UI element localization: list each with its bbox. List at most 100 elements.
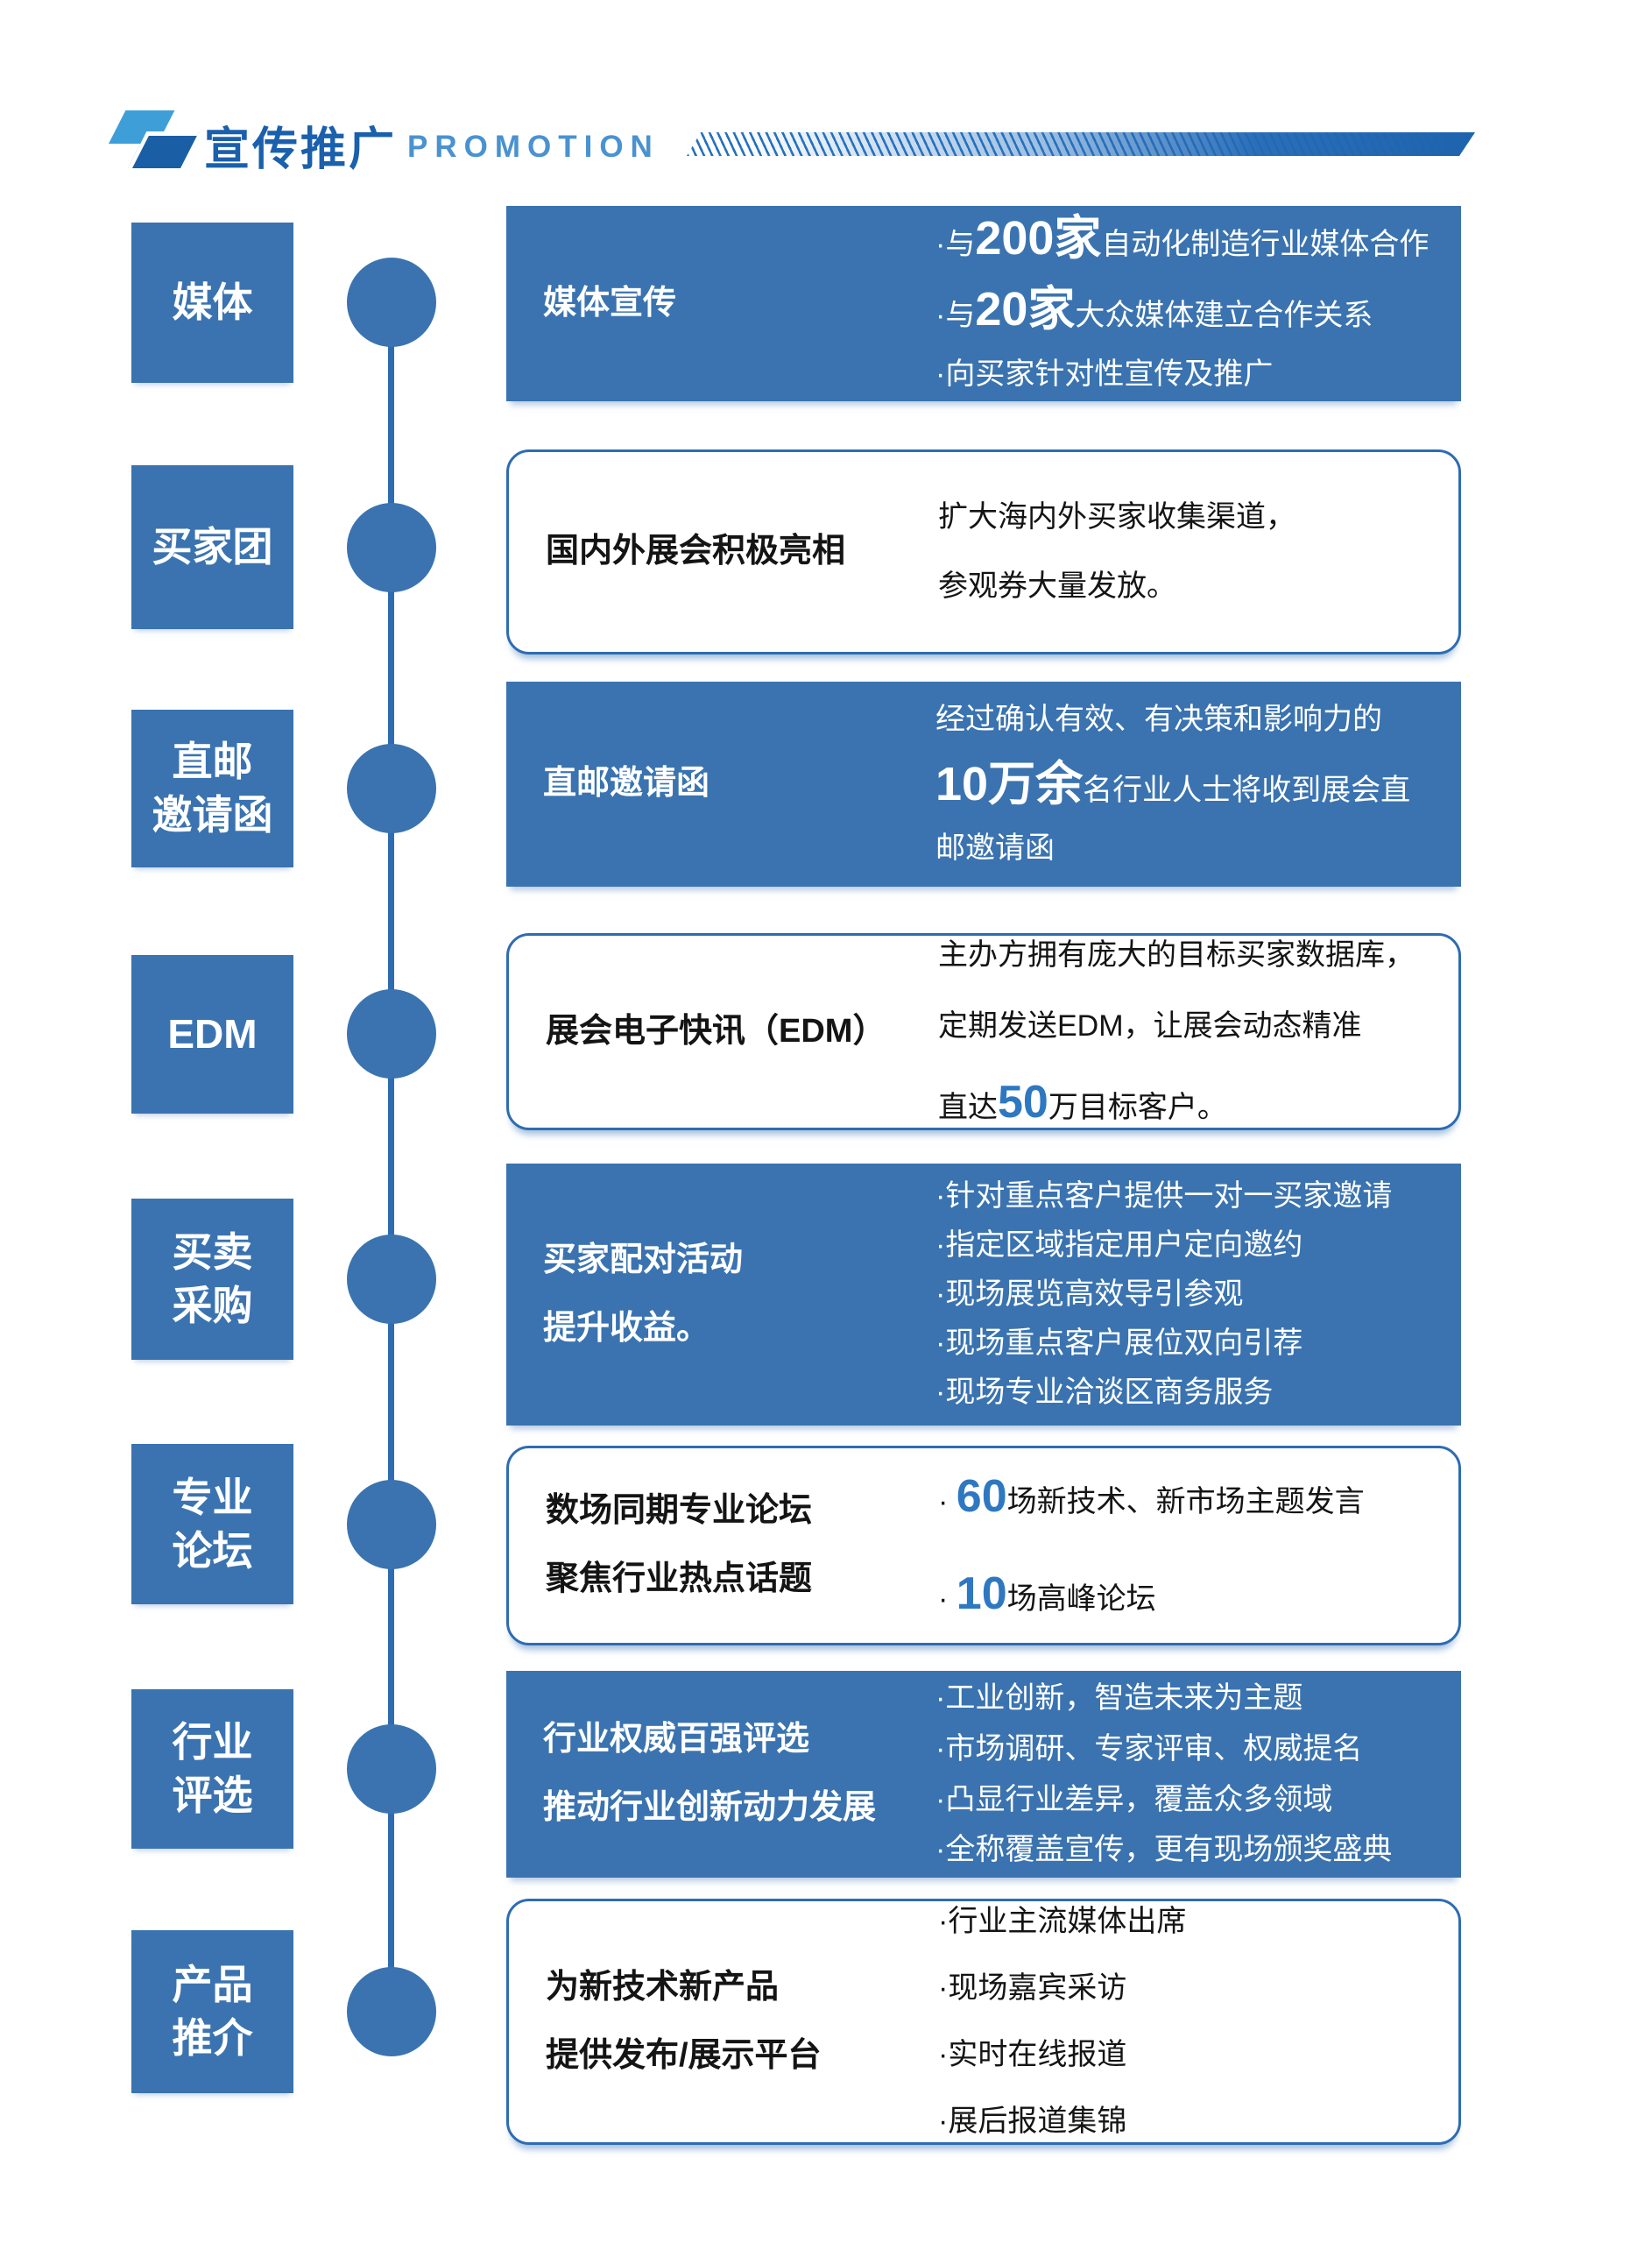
- timeline-dot: [347, 1235, 436, 1324]
- body-text: ·现场重点客户展位双向引荐: [935, 1326, 1303, 1360]
- highlight-number: 10万余: [935, 757, 1084, 810]
- timeline-line: [388, 302, 394, 2012]
- body-text: ·市场调研、专家评审、权威提名: [935, 1731, 1363, 1765]
- body-line: 参观券大量发放。: [938, 568, 1437, 605]
- category-box-buyer-group: 买家团: [131, 465, 293, 629]
- body-text: ·: [938, 1582, 957, 1616]
- category-box-forum: 专业 论坛: [131, 1444, 293, 1604]
- body-text: ·与: [935, 299, 976, 333]
- body-line: ·与200家自动化制造行业媒体合作: [935, 214, 1440, 264]
- body-text: ·展后报道集锦: [938, 2104, 1127, 2138]
- body-text: 邮邀请函: [935, 831, 1055, 866]
- timeline-dot: [347, 1724, 436, 1814]
- highlight-number: 200家: [975, 212, 1102, 265]
- body-text: 自动化制造行业媒体合作: [1101, 228, 1430, 262]
- body-text: ·与: [935, 228, 976, 262]
- body-text: ·指定区域指定用户定向邀约: [935, 1228, 1303, 1263]
- content-card-trade-purchase: 买家配对活动 提升收益。 ·针对重点客户提供一对一买家邀请 ·指定区域指定用户定向…: [506, 1164, 1461, 1426]
- timeline-dot: [347, 503, 436, 592]
- timeline-dot: [347, 1480, 436, 1569]
- body-line: 经过确认有效、有决策和影响力的: [935, 701, 1440, 739]
- body-text: ·工业创新，智造未来为主题: [935, 1680, 1303, 1715]
- highlight-number: 10: [956, 1568, 1007, 1619]
- body-line: ·工业创新，智造未来为主题: [935, 1680, 1440, 1717]
- body-line: ·指定区域指定用户定向邀约: [935, 1227, 1440, 1264]
- body-line: 主办方拥有庞大的目标买家数据库，: [938, 937, 1437, 974]
- body-line: ·现场嘉宾采访: [938, 1970, 1437, 2007]
- body-text: 场高峰论坛: [1006, 1582, 1156, 1616]
- body-line: ·市场调研、专家评审、权威提名: [935, 1730, 1440, 1768]
- card-body: 扩大海内外买家收集渠道， 参观券大量发放。: [938, 452, 1437, 652]
- body-text: 场新技术、新市场主题发言: [1006, 1485, 1365, 1519]
- card-title: 买家配对活动 提升收益。: [543, 1241, 744, 1347]
- card-body: ·针对重点客户提供一对一买家邀请 ·指定区域指定用户定向邀约 ·现场展览高效导引参观…: [935, 1164, 1440, 1426]
- body-text: 扩大海内外买家收集渠道，: [938, 500, 1295, 534]
- card-body: 经过确认有效、有决策和影响力的 10万余名行业人士将收到展会直邮邀请函: [935, 682, 1440, 887]
- highlight-number: 60: [956, 1471, 1007, 1523]
- content-card-direct-mail: 直邮邀请函 经过确认有效、有决策和影响力的 10万余名行业人士将收到展会直邮邀请函: [506, 682, 1461, 887]
- card-body: · 60场新技术、新市场主题发言 · 10场高峰论坛: [938, 1448, 1437, 1643]
- body-text: 大众媒体建立合作关系: [1075, 299, 1373, 333]
- body-text: ·现场展览高效导引参观: [935, 1277, 1244, 1312]
- card-title: 展会电子快讯（EDM）: [546, 1012, 886, 1050]
- card-title: 数场同期专业论坛 聚焦行业热点话题: [546, 1492, 813, 1597]
- body-line: ·针对重点客户提供一对一买家邀请: [935, 1178, 1440, 1215]
- body-line: ·全称覆盖宣传，更有现场颁奖盛典: [935, 1831, 1440, 1869]
- card-title: 直邮邀请函: [543, 765, 710, 803]
- body-text: 参观券大量发放。: [938, 570, 1176, 603]
- logo-icon: [107, 107, 212, 177]
- page-subtitle: PROMOTION: [407, 130, 660, 164]
- content-card-industry-award: 行业权威百强评选 推动行业创新动力发展 ·工业创新，智造未来为主题 ·市场调研、专…: [506, 1671, 1461, 1878]
- body-text: ·现场专业洽谈区商务服务: [935, 1375, 1274, 1409]
- body-line: ·实时在线报道: [938, 2036, 1437, 2074]
- body-text: 万目标客户。: [1048, 1090, 1227, 1124]
- body-line: 直达50万目标客户。: [938, 1079, 1437, 1127]
- card-body: ·行业主流媒体出席 ·现场嘉宾采访 ·实时在线报道 ·展后报道集锦: [938, 1901, 1437, 2142]
- body-text: 直达: [938, 1090, 998, 1124]
- body-text: ·凸显行业差异，覆盖众多领域: [935, 1782, 1333, 1816]
- content-card-media: 媒体宣传 ·与200家自动化制造行业媒体合作·与20家大众媒体建立合作关系·向买…: [506, 206, 1461, 401]
- page-title: 宣传推广: [204, 124, 398, 175]
- category-box-edm: EDM: [131, 955, 293, 1114]
- body-line: ·展后报道集锦: [938, 2103, 1437, 2140]
- body-line: · 10场高峰论坛: [938, 1570, 1437, 1618]
- card-body: ·与200家自动化制造行业媒体合作·与20家大众媒体建立合作关系·向买家针对性宣…: [935, 206, 1440, 401]
- body-text: 主办方拥有庞大的目标买家数据库，: [938, 938, 1415, 973]
- card-body: ·工业创新，智造未来为主题 ·市场调研、专家评审、权威提名 ·凸显行业差异，覆盖众多…: [935, 1671, 1440, 1878]
- card-title: 媒体宣传: [543, 284, 677, 322]
- body-text: ·向买家针对性宣传及推广: [935, 357, 1274, 391]
- body-line: 扩大海内外买家收集渠道，: [938, 499, 1437, 536]
- timeline-dot: [347, 744, 436, 833]
- category-box-industry-award: 行业 评选: [131, 1689, 293, 1849]
- body-text: 名行业人士将收到展会直: [1083, 773, 1411, 807]
- body-text: ·针对重点客户提供一对一买家邀请: [935, 1179, 1393, 1213]
- body-text: ·全称覆盖宣传，更有现场颁奖盛典: [935, 1833, 1393, 1867]
- category-box-trade-purchase: 买卖 采购: [131, 1199, 293, 1360]
- body-line: ·向买家针对性宣传及推广: [935, 356, 1440, 393]
- body-line: 邮邀请函: [935, 830, 1440, 867]
- content-card-buyer-group: 国内外展会积极亮相 扩大海内外买家收集渠道， 参观券大量发放。: [506, 449, 1461, 655]
- timeline-dot: [347, 1967, 436, 2056]
- category-box-product-launch: 产品 推介: [131, 1930, 293, 2093]
- content-card-product-launch: 为新技术新产品 提供发布/展示平台 ·行业主流媒体出席·现场嘉宾采访·实时在线报…: [506, 1899, 1461, 2145]
- card-title: 行业权威百强评选 推动行业创新动力发展: [543, 1721, 877, 1826]
- body-line: ·现场展览高效导引参观: [935, 1276, 1440, 1313]
- header-stripe-band: [687, 132, 1475, 156]
- content-card-edm: 展会电子快讯（EDM） 主办方拥有庞大的目标买家数据库， 定期发送EDM，让展会动…: [506, 933, 1461, 1130]
- content-card-forum: 数场同期专业论坛 聚焦行业热点话题 · 60场新技术、新市场主题发言 · 10场高…: [506, 1446, 1461, 1645]
- body-text: ·: [938, 1485, 957, 1519]
- body-line: ·现场专业洽谈区商务服务: [935, 1374, 1440, 1412]
- body-line: ·现场重点客户展位双向引荐: [935, 1325, 1440, 1362]
- body-line: ·凸显行业差异，覆盖众多领域: [935, 1781, 1440, 1819]
- body-line: 定期发送EDM，让展会动态精准: [938, 1008, 1437, 1045]
- body-text: ·行业主流媒体出席: [938, 1905, 1187, 1939]
- timeline-dot: [347, 989, 436, 1079]
- category-box-media: 媒体: [131, 223, 293, 383]
- timeline-dot: [347, 258, 436, 347]
- card-title: 国内外展会积极亮相: [546, 533, 846, 570]
- highlight-number: 50: [998, 1076, 1048, 1128]
- body-text: 经过确认有效、有决策和影响力的: [935, 702, 1382, 736]
- category-box-direct-mail: 直邮 邀请函: [131, 710, 293, 867]
- body-line: ·行业主流媒体出席: [938, 1903, 1437, 1941]
